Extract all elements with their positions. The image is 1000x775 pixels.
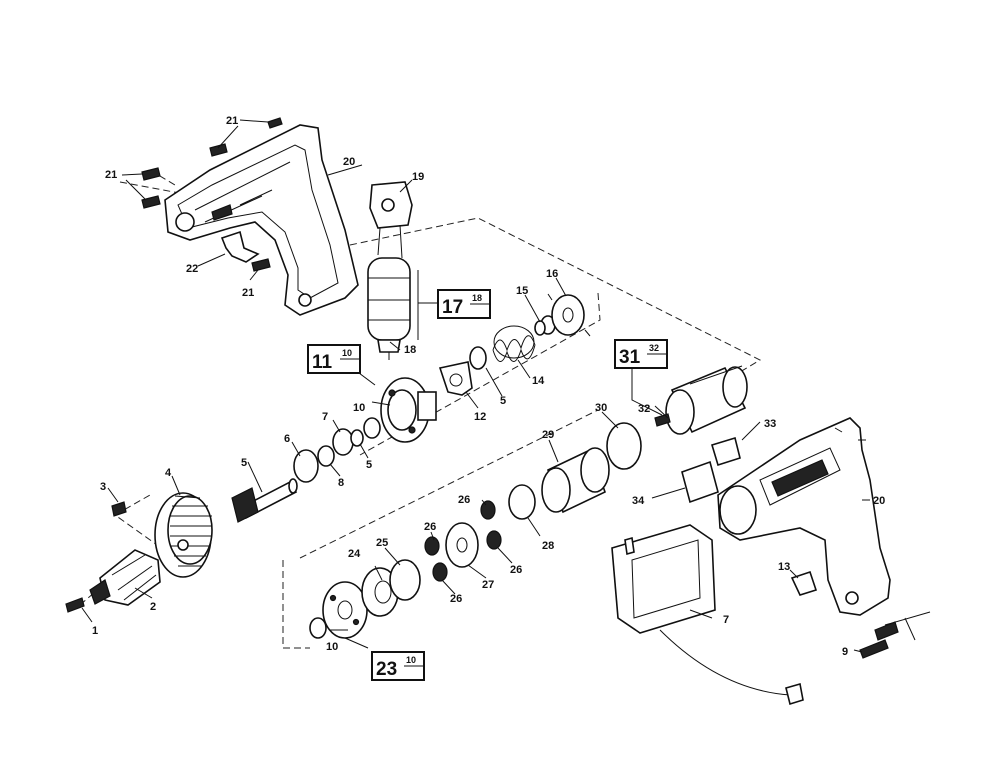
callout-4: 4: [165, 467, 172, 479]
assembly-17-number: 17: [442, 297, 463, 318]
callout-28: 28: [542, 540, 554, 552]
gear-collar-4: [154, 492, 213, 578]
callout-15: 15: [516, 285, 528, 297]
washer-28: [508, 484, 536, 520]
callout-19: 19: [412, 171, 424, 183]
callout-26b: 26: [450, 593, 462, 605]
handle-housing-right: [717, 417, 891, 616]
planet-gears-26: [424, 500, 502, 582]
bracket-33: [711, 436, 741, 467]
leader-lines: [81, 119, 870, 653]
callout-1: 1: [92, 625, 98, 637]
callout-7-washer: 7: [322, 411, 328, 423]
callout-22: 22: [186, 263, 198, 275]
callout-34: 34: [632, 495, 645, 507]
callout-12: 12: [474, 411, 486, 423]
bearing-10: [363, 417, 381, 439]
gear-carrier-27: [445, 522, 479, 568]
callout-7-charger: 7: [723, 614, 729, 626]
bracket-34: [681, 460, 719, 504]
ring-gear-29: [541, 447, 610, 514]
callout-26d: 26: [510, 564, 522, 576]
washer-25: [389, 559, 421, 601]
callout-labels: 1 2 3 4 5 5 5 6 7 7 8 9 10 10 12 13 14 1…: [92, 115, 885, 658]
gearbox-group-outline: [299, 292, 601, 559]
washer-6: [293, 449, 319, 483]
callout-13: 13: [778, 561, 790, 573]
assembly-box-31: 31 32: [614, 339, 668, 369]
callout-2: 2: [150, 601, 156, 613]
assembly-box-17: 17 18: [437, 289, 491, 319]
assembly-11-sub: 10: [342, 348, 352, 358]
assembly-17-sub: 18: [472, 293, 482, 303]
bearing-8: [317, 445, 335, 467]
callout-33: 33: [764, 418, 776, 430]
callout-20-left: 20: [343, 156, 355, 168]
screws-21: [141, 117, 283, 272]
callout-8: 8: [338, 477, 344, 489]
callout-26a: 26: [424, 521, 436, 533]
callout-5-washer: 5: [366, 459, 372, 471]
callout-21-top: 21: [226, 115, 238, 127]
clutch-plate-16: [547, 293, 591, 337]
washer-5b: [350, 429, 364, 447]
assembly-box-11: 11 10: [307, 344, 361, 374]
callout-24: 24: [348, 548, 361, 560]
callout-25: 25: [376, 537, 388, 549]
clutch-housing-11: [380, 377, 437, 443]
screw-3: [111, 501, 127, 517]
assembly-23-sub: 10: [406, 655, 416, 665]
spring-14: [492, 325, 536, 362]
assembly-23-number: 23: [376, 659, 397, 680]
callout-10-clutch: 10: [353, 402, 365, 414]
screw-1: [65, 597, 85, 613]
callout-14: 14: [532, 375, 545, 387]
chuck-key-9: [859, 611, 931, 659]
washer-7: [332, 428, 354, 456]
callout-29: 29: [542, 429, 554, 441]
handle-housing-left: [164, 124, 359, 316]
callout-9: 9: [842, 646, 848, 658]
assembly-box-23: 23 10: [371, 651, 425, 681]
assembly-31-sub: 32: [649, 343, 659, 353]
motor-group-outline: [349, 217, 762, 373]
callout-21-bottom: 21: [242, 287, 254, 299]
battery-pack-17: [367, 257, 411, 360]
chuck-2: [89, 549, 161, 606]
spindle-5: [231, 478, 298, 523]
callout-5-clutch: 5: [500, 395, 506, 407]
bearing-10b: [309, 617, 327, 639]
sun-gear-24: [361, 567, 399, 617]
assembly-31-number: 31: [619, 347, 641, 368]
callout-32: 32: [638, 403, 650, 415]
callout-30: 30: [595, 402, 607, 414]
callout-20-right: 20: [873, 495, 885, 507]
switch-clip-22: [220, 230, 260, 263]
washer-15b: [534, 320, 546, 336]
switch-assembly-19: [369, 181, 413, 259]
charger-7: [611, 524, 804, 706]
callout-26c: 26: [458, 494, 470, 506]
planetary-group-outline: [282, 560, 310, 649]
assembly-11-number: 11: [312, 352, 333, 373]
washer-5a: [469, 346, 487, 370]
callout-27: 27: [482, 579, 494, 591]
washer-30: [606, 422, 642, 470]
callout-18: 18: [404, 344, 416, 356]
callout-10-planetary: 10: [326, 641, 338, 653]
callout-21-left: 21: [105, 169, 117, 181]
callout-5-spindle: 5: [241, 457, 247, 469]
callout-3: 3: [100, 481, 106, 493]
spring-clip-12: [438, 361, 473, 396]
callout-16: 16: [546, 268, 558, 280]
motor-31: [654, 365, 748, 435]
callout-6: 6: [284, 433, 290, 445]
